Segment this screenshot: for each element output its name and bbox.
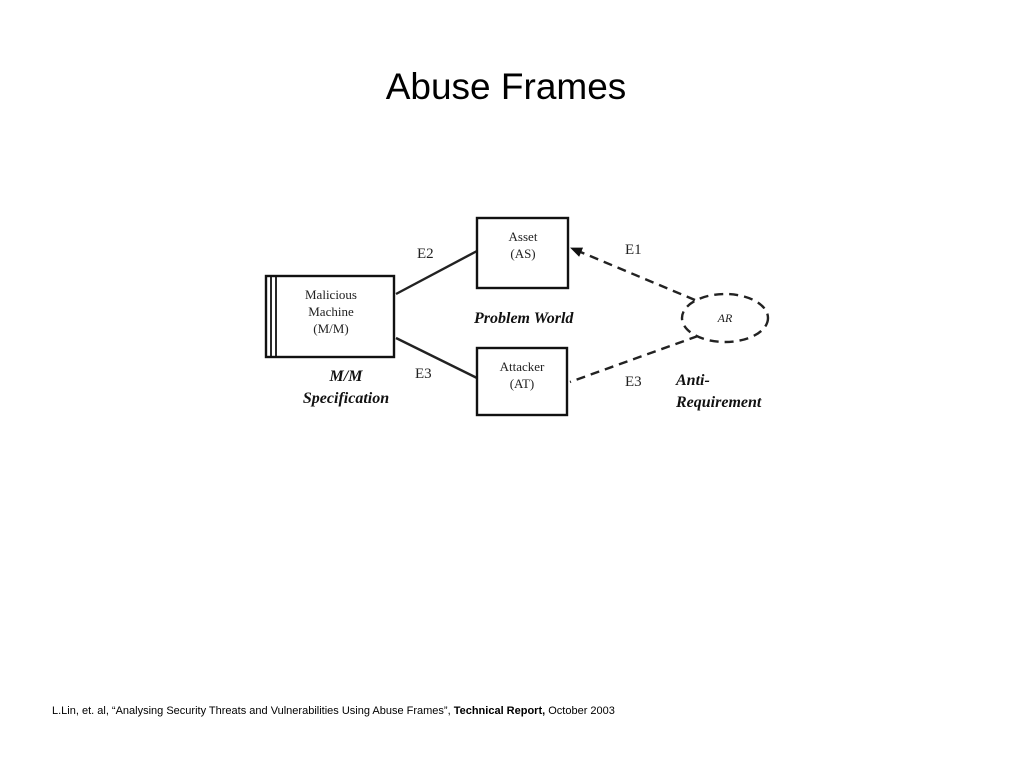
edge-label-e3-right: E3: [625, 374, 642, 390]
anti-requirement-line2: Requirement: [675, 394, 762, 411]
malicious-machine-line3: (M/M): [313, 321, 348, 336]
edge-label-e3-left: E3: [415, 366, 432, 382]
citation-report: Technical Report,: [453, 705, 546, 717]
edge-e1-dashed-arrow: [570, 246, 696, 302]
edge-label-e1: E1: [625, 242, 642, 258]
edge-label-e2: E2: [417, 246, 434, 262]
attacker-line2: (AT): [510, 376, 535, 391]
edge-e3-line: [395, 336, 478, 380]
ar-label: AR: [717, 311, 733, 325]
asset-line1: Asset: [509, 229, 538, 244]
malicious-machine-line1: Malicious: [305, 287, 357, 302]
citation-footer: L.Lin, et. al, “Analysing Security Threa…: [52, 705, 615, 717]
asset-box: Asset (AS): [475, 216, 570, 290]
citation-date: October 2003: [548, 705, 615, 717]
mm-spec-line2: Specification: [303, 390, 389, 407]
asset-line2: (AS): [510, 246, 535, 261]
attacker-line1: Attacker: [500, 359, 545, 374]
problem-world-label: Problem World: [473, 310, 574, 327]
anti-requirement-ellipse: AR: [680, 292, 770, 344]
attacker-box: Attacker (AT): [475, 346, 569, 417]
anti-requirement-line1: Anti-: [675, 372, 710, 389]
edge-e2-line: [395, 249, 478, 296]
malicious-machine-line2: Machine: [308, 304, 354, 319]
edge-e3-dashed-line: [569, 334, 699, 384]
malicious-machine-box: Malicious Machine (M/M): [264, 274, 396, 359]
mm-spec-line1: M/M: [329, 368, 364, 385]
citation-text: L.Lin, et. al, “Analysing Security Threa…: [52, 705, 451, 717]
slide-title: Abuse Frames: [385, 66, 627, 107]
